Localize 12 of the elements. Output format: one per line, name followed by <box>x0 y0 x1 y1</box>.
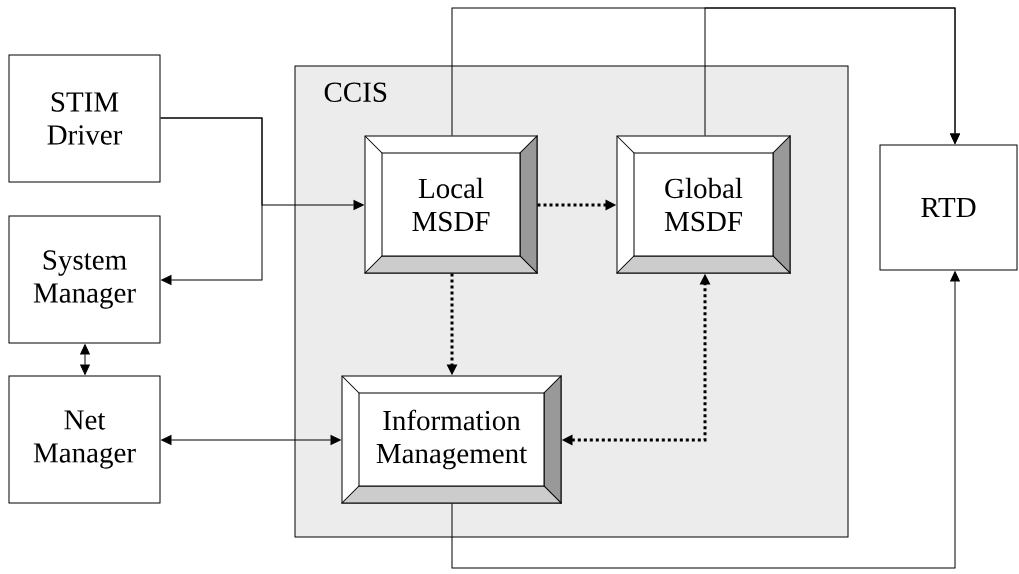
process-box: RTD <box>879 144 1018 271</box>
arrow <box>451 271 960 569</box>
arrow <box>704 7 960 144</box>
beveled-box: Global MSDF <box>616 135 791 274</box>
beveled-box: Information Management <box>341 375 562 504</box>
process-box: Net Manager <box>8 375 161 504</box>
process-box: System Manager <box>8 215 161 344</box>
arrow <box>80 344 90 375</box>
process-box: STIM Driver <box>8 54 161 183</box>
arrow <box>161 435 341 445</box>
beveled-box: Local MSDF <box>364 135 538 274</box>
arrow <box>160 117 263 285</box>
